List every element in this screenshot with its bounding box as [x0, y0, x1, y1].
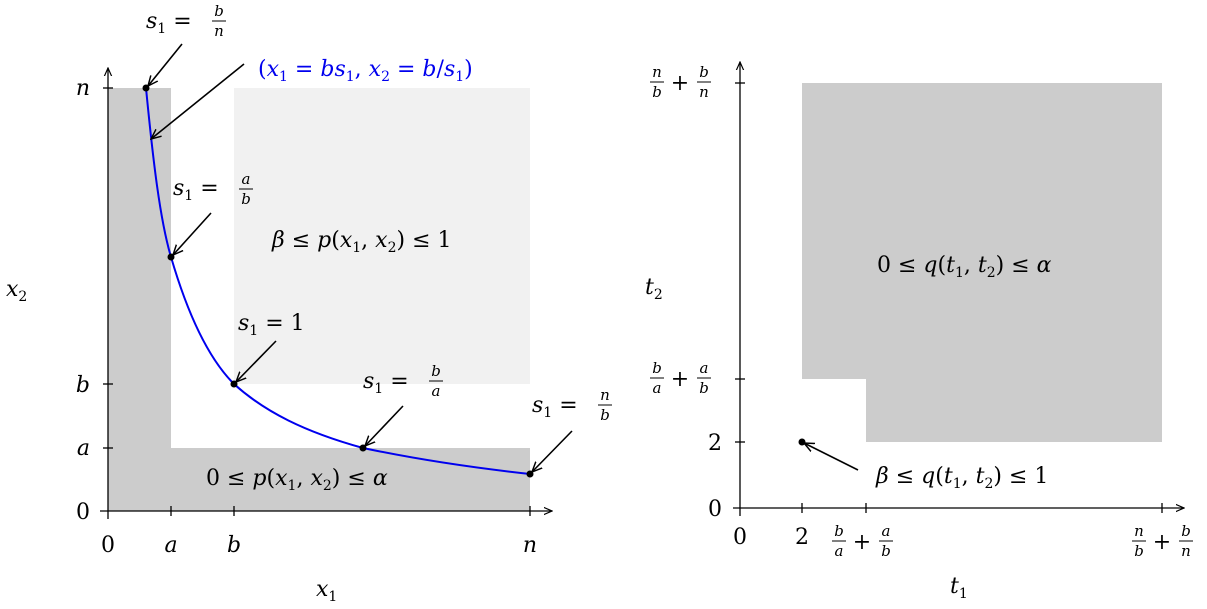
left-x-tick-b: b	[227, 533, 241, 558]
right-panel: 0 2 b a + a b n b + b n 0 2 b a + a	[645, 62, 1193, 602]
frac-b-over-a-num: b	[431, 362, 441, 380]
svg-text:n: n	[699, 83, 709, 101]
left-tick-marks	[103, 87, 531, 516]
svg-text:b: b	[699, 63, 709, 81]
svg-text:a: a	[653, 379, 662, 397]
svg-text:n: n	[1134, 522, 1144, 540]
left-x-tick-n: n	[523, 533, 537, 558]
right-tick-marks	[735, 82, 1163, 513]
label-s1-b-over-n: s1 =	[146, 9, 192, 37]
point-2-2	[798, 438, 806, 446]
svg-text:b: b	[834, 522, 844, 540]
right-y-tick-2: 2	[708, 431, 722, 456]
region-dark-label: 0 ≤ p(x1, x2) ≤ α	[206, 466, 388, 494]
left-y-tick-n: n	[76, 76, 90, 101]
label-s1-1: s1 = 1	[238, 311, 305, 339]
frac-b-over-n-num: b	[214, 2, 224, 20]
left-panel: 0 a b n 0 a b n x1 x2 β ≤ p(x1, x2) ≤ 1 …	[6, 2, 612, 605]
svg-text:+: +	[853, 530, 871, 555]
svg-text:n: n	[1181, 542, 1191, 560]
feasible-region	[802, 83, 1162, 442]
svg-text:+: +	[671, 71, 689, 96]
left-arrows	[148, 43, 573, 472]
left-x-tick-a: a	[164, 533, 177, 558]
right-y-axis-label: t2	[645, 275, 663, 303]
svg-text:b: b	[1181, 522, 1191, 540]
left-y-tick-a: a	[77, 436, 90, 461]
label-s1-b-over-a: s1 =	[363, 369, 409, 397]
right-x-axis-label: t1	[950, 574, 968, 602]
frac-b-over-a-den: a	[432, 382, 441, 400]
label-s1-n-over-b: s1 =	[532, 393, 578, 421]
left-y-tick-0: 0	[76, 500, 90, 525]
svg-text:a: a	[835, 542, 844, 560]
right-y-tick-0: 0	[708, 497, 722, 522]
svg-text:+: +	[671, 367, 689, 392]
left-y-tick-b: b	[76, 373, 90, 398]
svg-text:+: +	[1153, 530, 1171, 555]
svg-text:n: n	[652, 63, 662, 81]
frac-a-over-b-num: a	[242, 170, 251, 188]
frac-n-over-b-den: b	[600, 406, 610, 424]
region-q-label: 0 ≤ q(t1, t2) ≤ α	[877, 253, 1052, 281]
region-light-label: β ≤ p(x1, x2) ≤ 1	[271, 228, 452, 256]
right-x-tick-0: 0	[733, 525, 747, 550]
point-2-2-arrow	[804, 443, 859, 471]
light-region	[234, 88, 530, 384]
frac-a-over-b-den: b	[241, 190, 251, 208]
svg-text:a: a	[700, 359, 709, 377]
svg-text:b: b	[652, 83, 662, 101]
right-y-tick-ba-ab: b a + a b	[650, 359, 711, 397]
right-x-tick-ba-ab: b a + a b	[832, 522, 893, 560]
frac-b-over-n-den: n	[214, 22, 224, 40]
right-x-tick-nb-bn: n b + b n	[1132, 522, 1193, 560]
svg-text:b: b	[652, 359, 662, 377]
left-x-axis-label: x1	[316, 577, 337, 605]
curve-parametric-label: (x1 = bs1, x2 = b/s1)	[258, 57, 473, 85]
svg-text:b: b	[1134, 542, 1144, 560]
frac-n-over-b-num: n	[600, 386, 610, 404]
left-y-axis-label: x2	[6, 277, 27, 305]
svg-text:a: a	[882, 522, 891, 540]
right-x-tick-2: 2	[795, 525, 809, 550]
svg-text:b: b	[699, 379, 709, 397]
point-q-label: β ≤ q(t1, t2) ≤ 1	[875, 464, 1048, 492]
right-y-tick-nb-bn: n b + b n	[650, 63, 711, 101]
label-s1-a-over-b: s1 =	[173, 176, 219, 204]
svg-text:b: b	[881, 542, 891, 560]
left-x-tick-0: 0	[101, 533, 115, 558]
